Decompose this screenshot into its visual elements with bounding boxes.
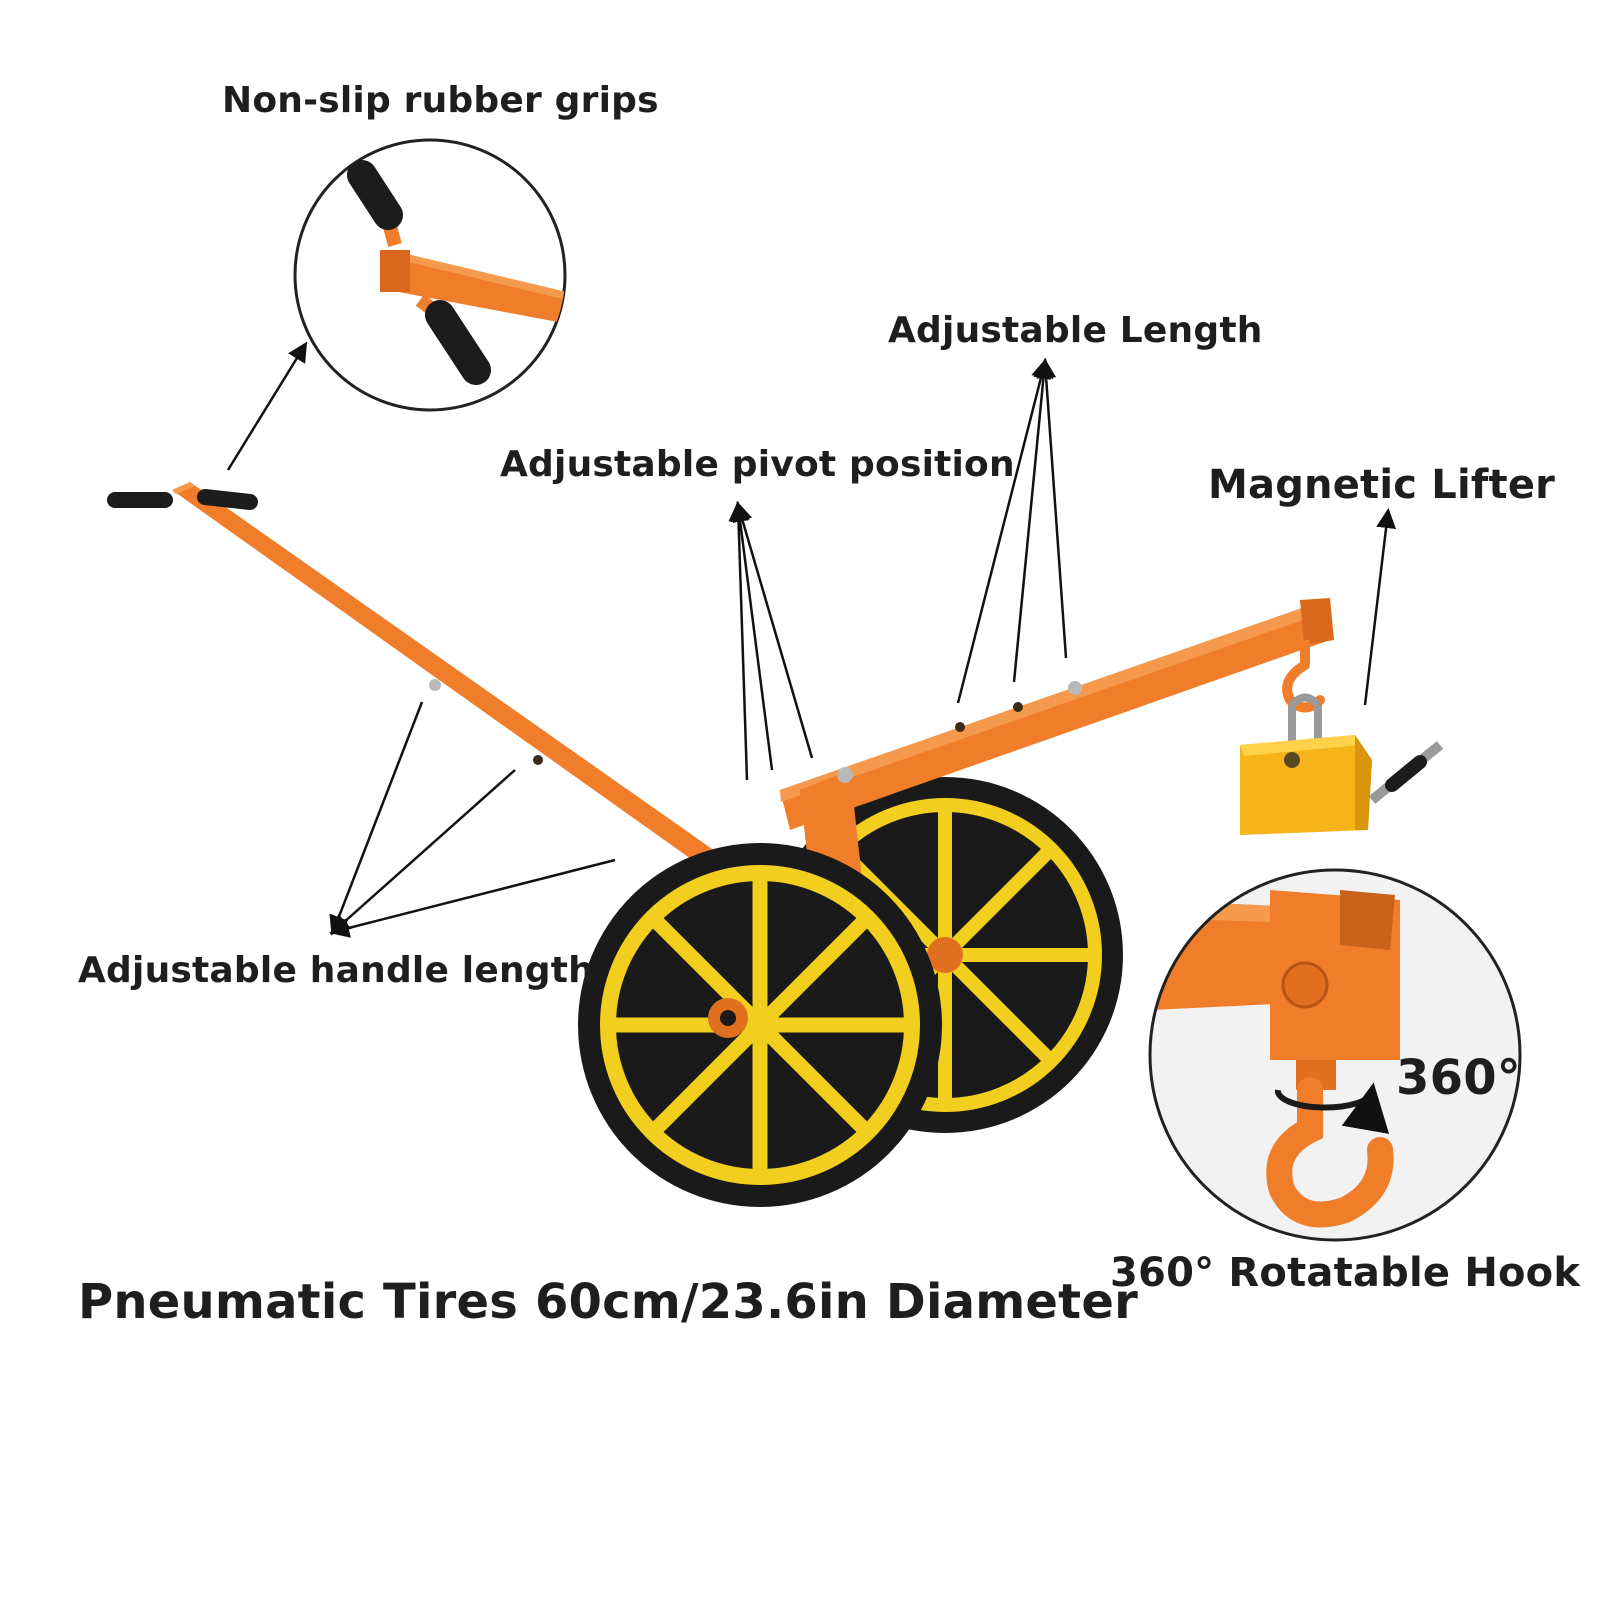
pivot-label: Adjustable pivot position <box>500 444 1015 485</box>
grips-label: Non-slip rubber grips <box>222 80 659 121</box>
arrow-icon <box>226 341 308 471</box>
grip-inset <box>293 138 567 412</box>
hook-label: 360° Rotatable Hook <box>1110 1250 1581 1296</box>
hook-inset <box>1148 868 1522 1242</box>
handle-label: Adjustable handle length <box>78 950 594 991</box>
cart <box>107 482 1334 1207</box>
rotate-icon <box>1274 1082 1389 1135</box>
hook-icon <box>1266 1077 1394 1228</box>
tires-caption: Pneumatic Tires 60cm/23.6in Diameter <box>78 1274 1138 1330</box>
magnet-icon <box>1240 735 1444 835</box>
length-label: Adjustable Length <box>888 310 1263 351</box>
lifter-label: Magnetic Lifter <box>1208 462 1556 508</box>
rotation-badge: 360° <box>1396 1050 1521 1106</box>
grip-icon <box>347 160 403 230</box>
callout-arrows <box>226 341 1397 938</box>
